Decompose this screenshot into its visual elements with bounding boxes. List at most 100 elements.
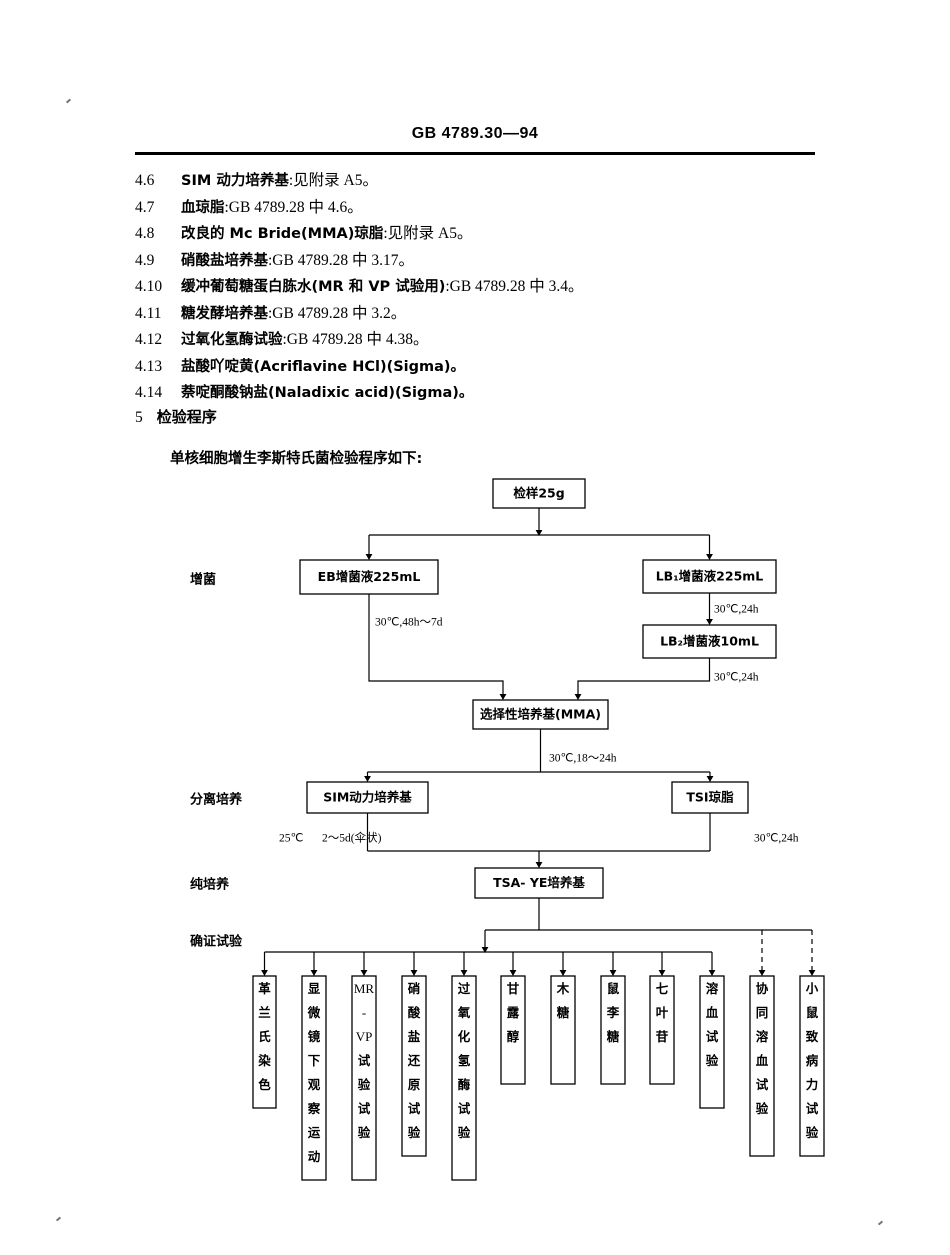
test-mouse-virulence-char: 鼠: [806, 1005, 819, 1020]
test-mannitol-char: 醇: [507, 1029, 520, 1044]
arrowhead-icon: [808, 970, 816, 976]
section-title: 检验程序: [156, 408, 217, 426]
box-mma-medium[interactable]: [472, 699, 609, 730]
arrowhead-icon: [574, 694, 582, 700]
test-microscopy-motility[interactable]: [301, 975, 327, 1181]
test-mr-vp-char: VP: [356, 1029, 373, 1044]
box-tsa-ye-label: TSA- YE培养基: [493, 875, 585, 890]
test-xylose-label: 木糖: [556, 981, 570, 1020]
test-mr-vp-char: 试: [358, 1053, 371, 1068]
test-nitrate-reduction-char: 原: [408, 1077, 421, 1092]
box-lb2-broth[interactable]: [642, 624, 777, 659]
test-nitrate-reduction-char: 验: [408, 1125, 421, 1140]
page-header: GB 4789.30—94: [135, 125, 815, 143]
test-xylose[interactable]: [550, 975, 576, 1085]
test-rhamnose-label: 鼠李糖: [606, 981, 620, 1044]
cond-sim-days: 2～5d(伞状): [322, 831, 382, 845]
test-xylose-char: 木: [556, 981, 570, 996]
arrowhead-icon: [481, 947, 489, 953]
clause-text: 缓冲葡萄糖蛋白胨水(MR 和 VP 试验用):GB 4789.28 中 3.4。: [181, 274, 584, 301]
arrowhead-icon: [706, 776, 714, 782]
box-tsa-ye[interactable]: [474, 867, 604, 899]
lb2-to-mma: [577, 658, 711, 699]
clause-number: 4.10: [135, 278, 163, 295]
box-lb2-broth-label: LB₂增菌液10mL: [660, 634, 759, 649]
test-nitrate-reduction[interactable]: [401, 975, 427, 1157]
clause-term: 糖发酵培养基: [181, 305, 268, 322]
clause-number: 4.6: [135, 172, 155, 189]
test-mr-vp[interactable]: [351, 975, 377, 1181]
header-rule: [135, 152, 815, 155]
test-mouse-virulence-char: 小: [805, 981, 819, 996]
test-hemolysis-char: 溶: [706, 981, 719, 996]
test-mouse-virulence-char: 致: [806, 1029, 819, 1044]
box-lb1-broth-label: LB₁增菌液225mL: [656, 569, 764, 584]
standard-number: GB 4789.30—94: [411, 125, 539, 142]
test-nitrate-reduction-char: 盐: [408, 1029, 421, 1044]
box-tsi-agar-label: TSI琼脂: [686, 790, 734, 805]
test-nitrate-reduction-char: 酸: [408, 1005, 421, 1020]
clause-term: 缓冲葡萄糖蛋白胨水(MR 和 VP 试验用): [181, 279, 446, 295]
test-nitrate-reduction-char: 硝: [408, 981, 421, 996]
clause-reference: :GB 4789.28 中 4.6。: [224, 198, 363, 216]
cond-eb-incubation: 30℃,48h～7d: [375, 617, 443, 629]
test-gram-stain-char: 氏: [258, 1029, 271, 1044]
clause-text: 血琼脂:GB 4789.28 中 4.6。: [181, 195, 363, 222]
section-number: 5: [135, 409, 143, 426]
test-camp-hemolysis-char: 溶: [756, 1029, 769, 1044]
clause-reference: :GB 4789.28 中 3.2。: [268, 304, 407, 322]
test-rhamnose[interactable]: [600, 975, 626, 1085]
arrowhead-icon: [609, 970, 617, 976]
test-microscopy-motility-char: 显: [308, 981, 321, 996]
test-mouse-virulence[interactable]: [799, 975, 825, 1157]
test-rhamnose-char: 鼠: [607, 981, 620, 996]
clause-reference: :GB 4789.28 中 3.4。: [445, 278, 584, 295]
flow-boxes: [252, 478, 825, 1181]
arrowhead-icon: [499, 694, 507, 700]
box-sample[interactable]: [492, 478, 586, 509]
arrowhead-icon: [658, 970, 666, 976]
arrowhead-icon: [460, 970, 468, 976]
stage-enrichment: 增菌: [190, 572, 216, 588]
box-eb-broth-label: EB增菌液225mL: [318, 569, 421, 584]
test-camp-hemolysis-char: 血: [756, 1053, 769, 1068]
cond-sim-temp: 25℃: [279, 833, 304, 845]
clause-term: SIM 动力培养基: [181, 173, 289, 189]
arrowhead-icon: [706, 619, 713, 625]
arrowhead-icon: [758, 970, 766, 976]
box-eb-broth[interactable]: [299, 559, 439, 595]
clause-term: 改良的 Mc Bride(MMA)琼脂: [181, 226, 384, 242]
test-microscopy-motility-char: 微: [307, 1005, 321, 1020]
test-mannitol[interactable]: [500, 975, 526, 1085]
test-camp-hemolysis-char: 协: [756, 981, 769, 996]
test-gram-stain-char: 色: [258, 1077, 271, 1092]
test-hemolysis[interactable]: [699, 975, 725, 1109]
test-catalase-char: 验: [458, 1125, 471, 1140]
box-tsi-agar[interactable]: [671, 781, 749, 814]
test-esculin[interactable]: [649, 975, 675, 1085]
test-camp-hemolysis[interactable]: [749, 975, 775, 1157]
test-gram-stain[interactable]: [252, 975, 277, 1109]
arrowhead-icon: [310, 970, 318, 976]
test-esculin-char: 七: [656, 981, 669, 996]
test-mr-vp-char: 验: [358, 1077, 371, 1092]
test-gram-stain-char: 革: [258, 981, 271, 996]
arrowhead-icon: [535, 530, 543, 536]
test-hemolysis-char: 试: [706, 1029, 719, 1044]
test-mouse-virulence-char: 试: [806, 1101, 819, 1116]
test-catalase[interactable]: [451, 975, 477, 1181]
test-hemolysis-char: 血: [706, 1005, 719, 1020]
box-sim-motility[interactable]: [306, 781, 429, 814]
test-gram-stain-char: 染: [257, 1053, 271, 1068]
clause-term: 盐酸吖啶黄(Acriflavine HCl)(Sigma)。: [181, 358, 466, 375]
box-lb1-broth[interactable]: [642, 559, 777, 594]
arrowhead-icon: [509, 970, 517, 976]
test-microscopy-motility-char: 观: [308, 1077, 321, 1092]
